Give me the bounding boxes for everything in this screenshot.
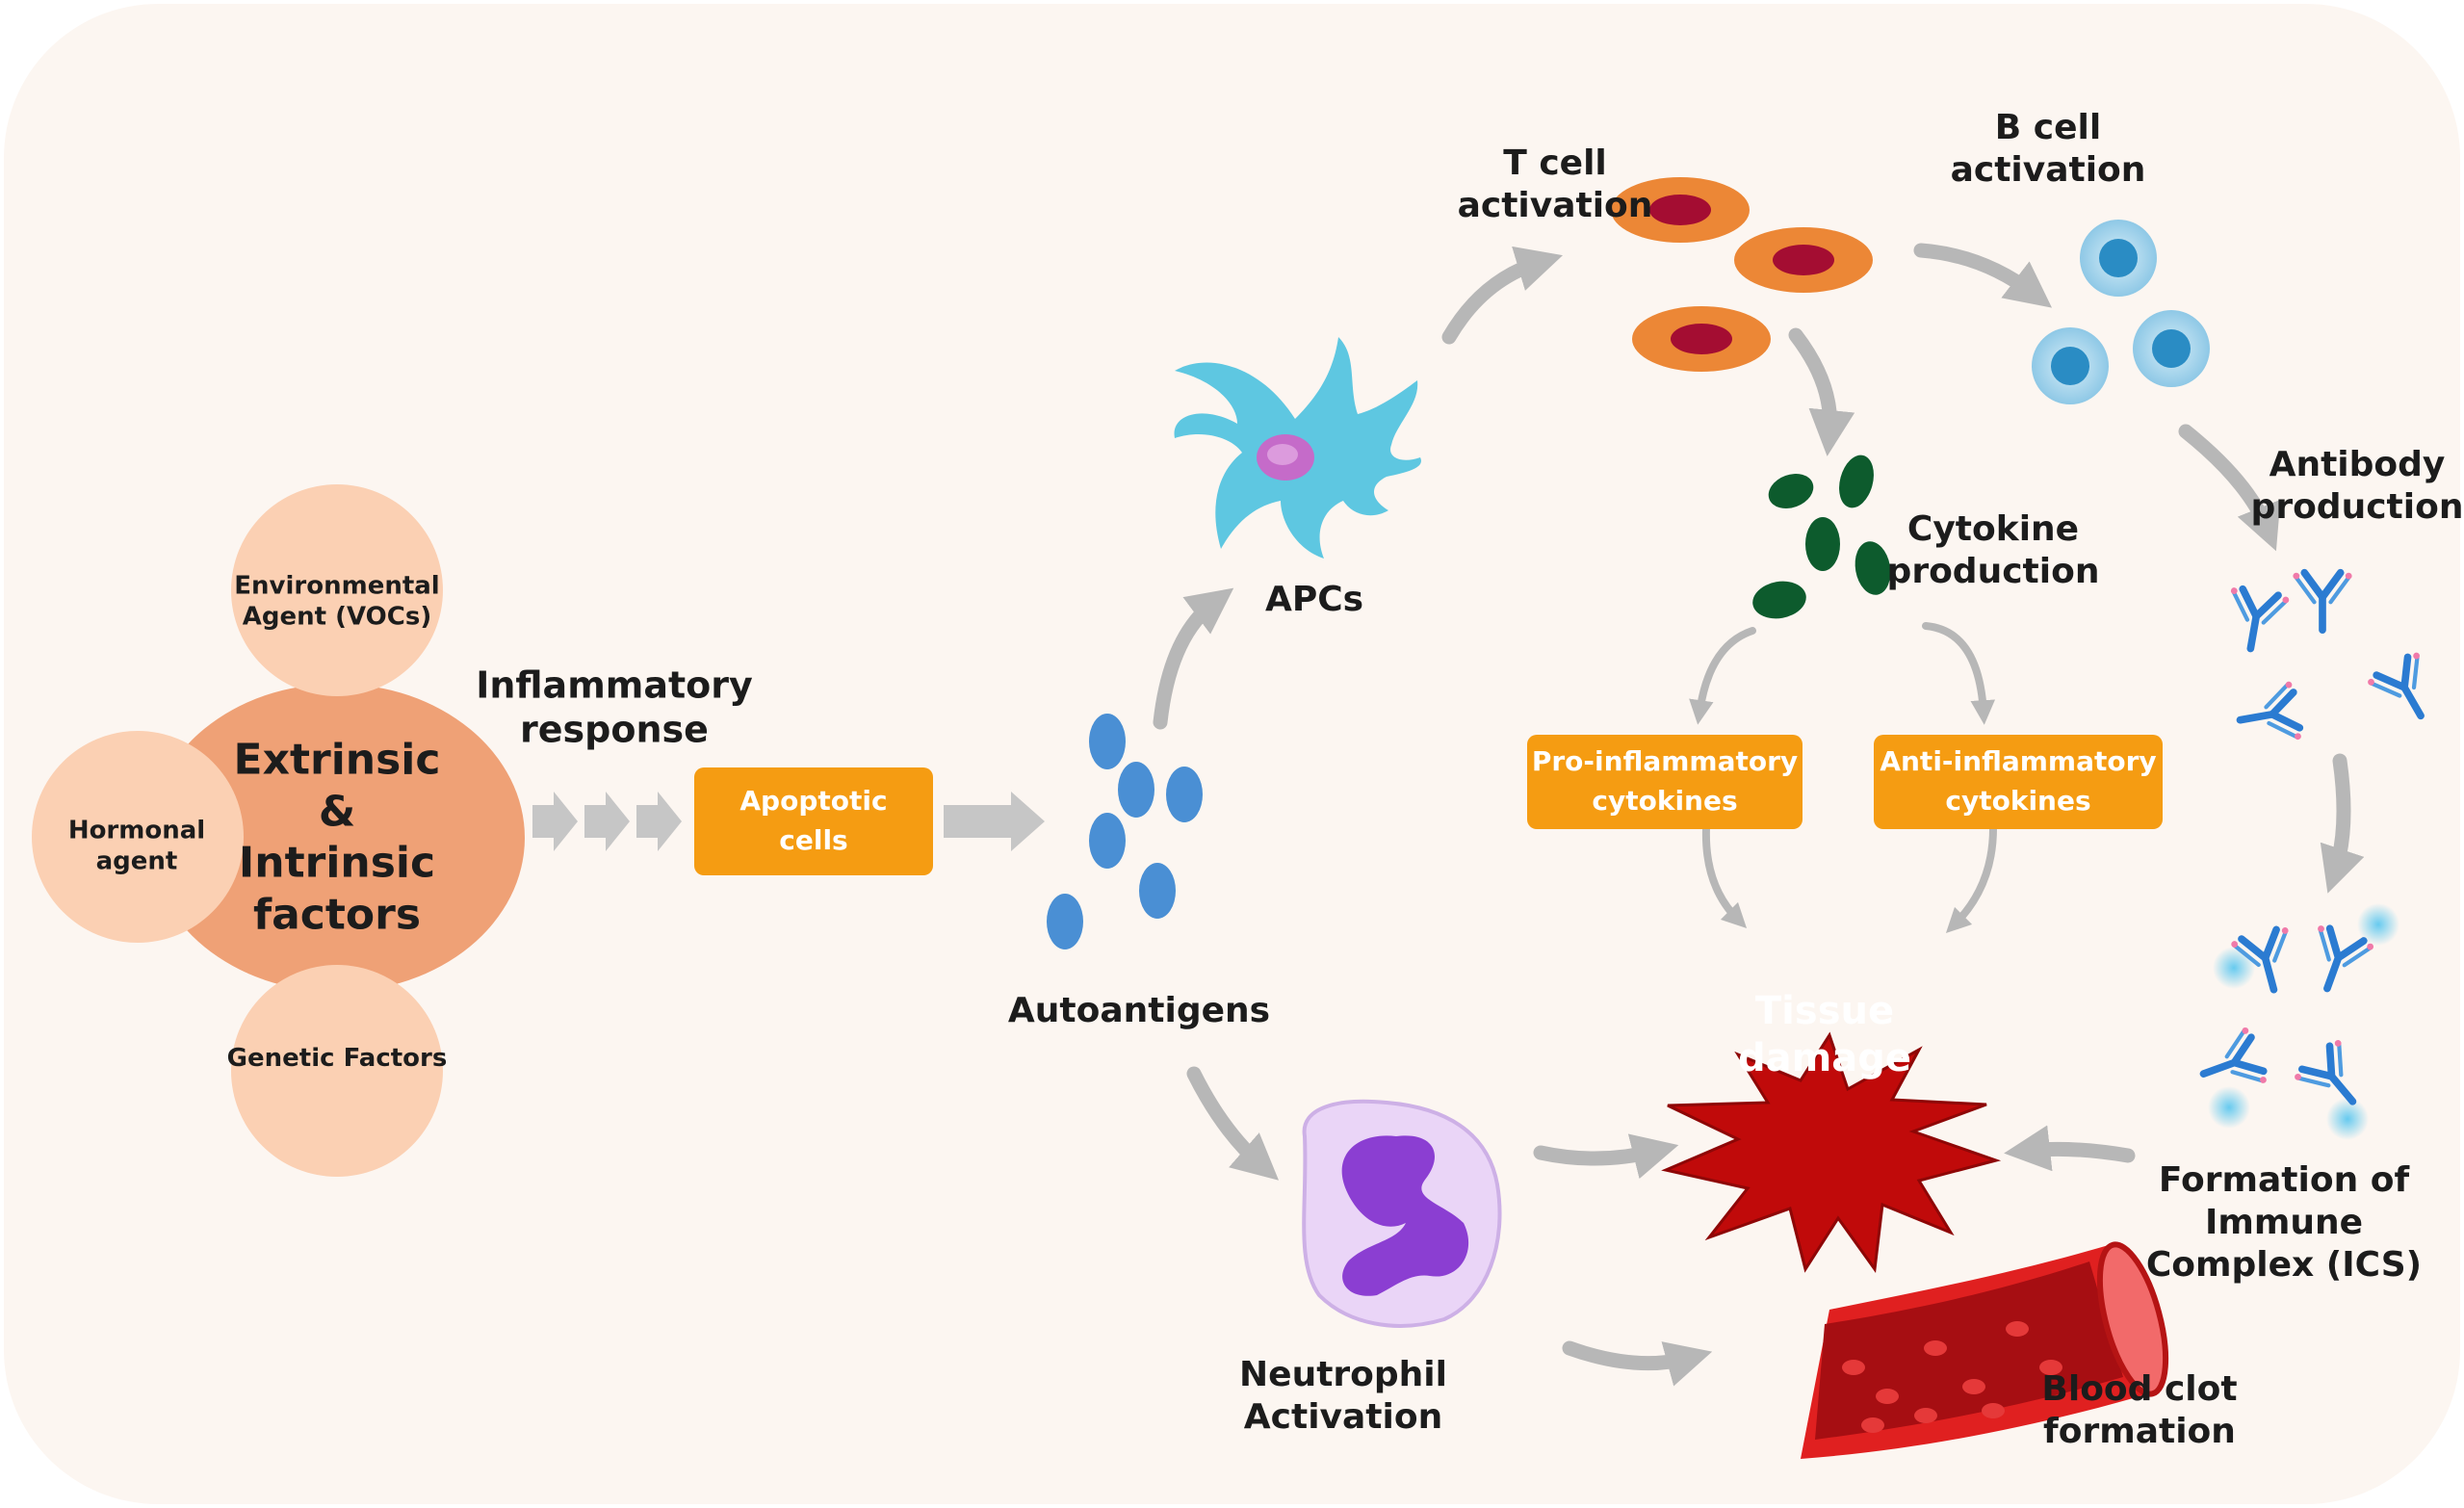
antibody-label: Antibody production [2251, 444, 2464, 529]
blood-line1: Blood clot [2041, 1369, 2238, 1410]
blood-line2: formation [2043, 1412, 2236, 1451]
apoptotic-line1: Apoptotic [739, 785, 888, 818]
tissue-line2: damage [1737, 1036, 1912, 1080]
tcell-label: T cell activation [1458, 143, 1653, 227]
tissue-damage-label: Tissue damage [1738, 988, 1911, 1082]
blood-vessel-icon [1801, 1241, 2169, 1459]
anti-line2: cytokines [1945, 785, 2091, 817]
inflammatory-chevrons [532, 792, 682, 851]
inflammatory-line2: response [520, 709, 709, 751]
bcell-label: B cell activation [1951, 107, 2146, 192]
cytokine-line2: production [1886, 552, 2100, 591]
neutrophil-cell-icon [1302, 1099, 1502, 1328]
immune-line2: Immune [2204, 1203, 2364, 1243]
factor-center-line3: Intrinsic [238, 839, 436, 888]
neutrophil-line2: Activation [1243, 1397, 1443, 1437]
apc-cell-icon [1174, 337, 1421, 559]
thin-arrows [1689, 622, 1997, 934]
cytokine-icons [1752, 455, 1891, 619]
environmental-line1: Environmental [234, 571, 440, 601]
immune-line1: Formation of [2158, 1160, 2410, 1201]
tissue-damage-star-icon [1661, 1031, 2002, 1274]
autoantigens-label: Autoantigens [1008, 990, 1270, 1032]
environmental-label: Environmental Agent (VOCs) [234, 571, 439, 632]
factor-center-line1: Extrinsic [233, 735, 441, 785]
hormonal-line1: Hormonal [67, 816, 206, 845]
neutrophil-label: Neutrophil Activation [1239, 1354, 1447, 1439]
factor-center-line2: & [318, 787, 356, 837]
hormonal-label: Hormonal agent [68, 816, 205, 876]
anti-inflammatory-box: Anti-inflammatory cytokines [1874, 735, 2163, 829]
tcell-line2: activation [1457, 186, 1653, 225]
genetic-label: Genetic Factors [227, 1044, 448, 1075]
tissue-line1: Tissue [1754, 989, 1895, 1034]
tcell-line1: T cell [1503, 143, 1607, 184]
apcs-text: APCs [1264, 580, 1364, 620]
immune-complex-label: Formation of Immune Complex (ICS) [2146, 1159, 2422, 1287]
bcell-line1: B cell [1994, 108, 2102, 148]
arrow-apoptotic-to-autoantigens [944, 792, 1045, 851]
cytokine-line1: Cytokine [1906, 509, 2080, 550]
pro-line2: cytokines [1592, 785, 1738, 817]
factor-center-label: Extrinsic & Intrinsic factors [234, 735, 441, 942]
immune-line3: Complex (ICS) [2145, 1244, 2423, 1285]
factor-circles [32, 484, 525, 1177]
antibody-line1: Antibody [2269, 445, 2446, 485]
antibody-line2: production [2250, 487, 2464, 527]
factor-center-line4: factors [252, 890, 422, 940]
apcs-label: APCs [1265, 579, 1363, 621]
tcell-icons [1611, 177, 1873, 372]
antibody-icons [2221, 573, 2446, 749]
immune-complex-icons [2193, 903, 2399, 1140]
flow-arrows [1153, 243, 2365, 1387]
bcell-icons [2032, 220, 2210, 404]
genetic-line1: Genetic Factors [226, 1044, 448, 1074]
neutrophil-line1: Neutrophil [1239, 1355, 1447, 1395]
environmental-line2: Agent (VOCs) [242, 602, 432, 631]
apoptotic-line2: cells [779, 824, 848, 856]
blood-clot-label: Blood clot formation [2041, 1368, 2237, 1453]
autoantigens-text: Autoantigens [1007, 991, 1271, 1031]
cytokine-label: Cytokine production [1887, 508, 2100, 593]
anti-line1: Anti-inflammatory [1880, 745, 2157, 778]
inflammatory-line1: Inflammatory [476, 663, 753, 707]
pro-line1: Pro-inflammatory [1531, 745, 1799, 778]
hormonal-line2: agent [95, 846, 178, 875]
pro-inflammatory-box: Pro-inflammatory cytokines [1527, 735, 1803, 829]
apoptotic-cells-box: Apoptotic cells [694, 767, 933, 875]
inflammatory-response-label: Inflammatory response [476, 663, 753, 753]
autoantigen-dots [1047, 714, 1203, 949]
bcell-line2: activation [1950, 150, 2146, 190]
